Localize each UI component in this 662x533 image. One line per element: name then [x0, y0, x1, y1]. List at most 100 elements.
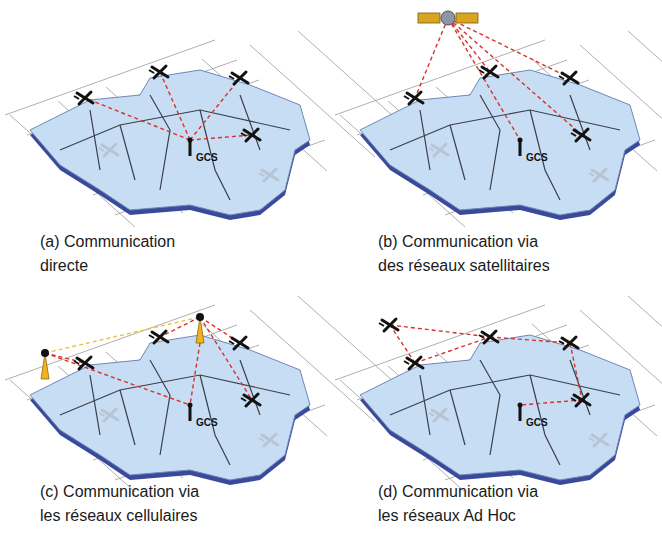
road-line — [120, 390, 135, 445]
panel-caption: (a) Communication directe — [40, 230, 218, 278]
link-line — [45, 353, 190, 405]
drone-wing — [264, 169, 276, 181]
drone-wing — [407, 358, 423, 368]
drone-tail — [571, 398, 576, 401]
link-line — [190, 343, 200, 405]
drone-wing — [246, 394, 258, 406]
drone-wing — [232, 338, 248, 348]
drone-tail — [479, 70, 484, 73]
road-line — [90, 375, 100, 435]
drone-wing — [382, 320, 398, 330]
drone-tail — [99, 413, 104, 416]
link-line — [415, 18, 448, 98]
drone-icon — [571, 394, 590, 406]
drone-wing — [104, 409, 116, 421]
drone-tail — [404, 361, 409, 364]
drone-wing — [234, 337, 246, 349]
drone-wing — [262, 170, 278, 180]
road-line — [390, 110, 620, 150]
gcs-antenna — [188, 403, 193, 408]
drone-wing — [264, 434, 276, 446]
drone-icon — [559, 72, 578, 84]
road-line — [150, 360, 170, 455]
drone-tail — [241, 133, 246, 136]
road-line — [240, 360, 260, 415]
satellite-body — [441, 11, 455, 25]
drone-tail — [479, 335, 484, 338]
link-line — [85, 98, 190, 140]
drone-tail — [379, 323, 384, 326]
drone-wing — [562, 73, 578, 83]
drone-icon — [99, 144, 118, 156]
gcs-antenna — [518, 138, 523, 143]
drone-wing — [234, 72, 246, 84]
drone-wing — [574, 130, 590, 140]
drone-icon — [571, 129, 590, 141]
station-label: GCS — [526, 417, 548, 429]
drone-wing — [154, 66, 166, 78]
drone-wing — [484, 66, 496, 78]
solar-panel — [418, 13, 440, 23]
link-line — [448, 18, 582, 135]
drone-icon — [479, 331, 498, 343]
drone-tail — [74, 361, 79, 364]
drone-icon — [589, 434, 608, 446]
map-area — [360, 70, 640, 215]
drone-wing — [102, 410, 118, 420]
drone-icon — [404, 357, 423, 369]
drone-icon — [229, 72, 248, 84]
drone-wing — [262, 435, 278, 445]
drone-wing — [246, 129, 258, 141]
drone-tail — [559, 341, 564, 344]
drone-wing — [594, 434, 606, 446]
drone-wing — [77, 358, 93, 368]
drone-wing — [592, 170, 608, 180]
drone-wing — [564, 72, 576, 84]
drone-icon — [149, 66, 168, 78]
link-line — [448, 18, 520, 140]
drone-wing — [77, 93, 93, 103]
drone-icon — [559, 337, 578, 349]
road-line — [450, 390, 465, 445]
drone-tail — [241, 398, 246, 401]
drone-wing — [409, 357, 421, 369]
road-line — [60, 110, 290, 150]
drone-tail — [149, 335, 154, 338]
link-line — [190, 135, 252, 140]
drone-icon — [259, 434, 278, 446]
drone-tail — [589, 438, 594, 441]
map-area — [30, 70, 310, 215]
drone-icon — [99, 409, 118, 421]
drone-tail — [429, 413, 434, 416]
road-line — [150, 95, 170, 190]
drone-icon — [429, 409, 448, 421]
drone-wing — [564, 337, 576, 349]
panel-caption: (d) Communication via les réseaux Ad Hoc — [378, 480, 556, 528]
link-line — [415, 337, 490, 363]
road-line — [90, 110, 100, 170]
drone-tail — [229, 341, 234, 344]
panel-caption: (c) Communication via les réseaux cellul… — [40, 480, 218, 528]
road-line — [390, 375, 620, 415]
drone-icon — [479, 66, 498, 78]
station-label: GCS — [196, 152, 218, 164]
road-line — [60, 375, 290, 415]
drone-wing — [409, 92, 421, 104]
drone-wing — [576, 129, 588, 141]
drone-wing — [232, 73, 248, 83]
drone-tail — [559, 76, 564, 79]
road-line — [480, 360, 500, 455]
gcs-antenna — [188, 138, 193, 143]
cell-antenna — [41, 349, 49, 357]
link-line — [390, 325, 490, 337]
drone-tail — [229, 76, 234, 79]
drone-icon — [404, 92, 423, 104]
drone-wing — [104, 144, 116, 156]
road-line — [240, 95, 260, 150]
map-area — [360, 335, 640, 480]
drone-wing — [152, 67, 168, 77]
road-line — [450, 125, 465, 180]
link-line — [160, 72, 190, 140]
link-line — [520, 400, 582, 405]
panel-caption: (b) Communication via des réseaux satell… — [378, 230, 556, 278]
